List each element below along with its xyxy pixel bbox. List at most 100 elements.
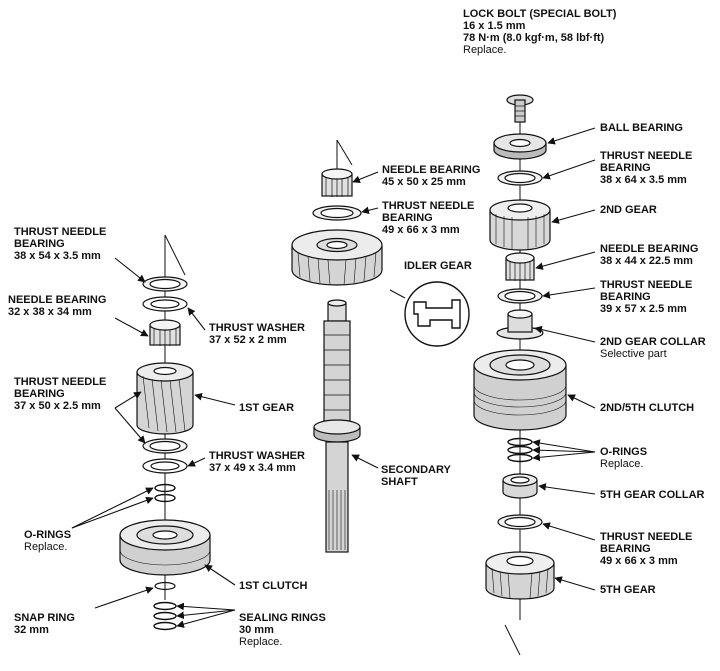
label-line: O-RINGS — [24, 529, 72, 541]
o-rings-part — [154, 483, 176, 503]
label-line: 38 x 44 x 22.5 mm — [600, 255, 693, 267]
label-line: Replace. — [24, 541, 68, 553]
label-line: SNAP RING — [14, 612, 75, 624]
thrust-needle-bearing-part — [312, 205, 362, 221]
label-5th-gear-collar: 5TH GEAR COLLAR — [600, 489, 705, 501]
label-line: THRUST NEEDLE — [14, 376, 107, 388]
label-line: Replace. — [463, 44, 507, 56]
label-line: 2ND GEAR COLLAR — [600, 336, 706, 348]
label-line: 1ST CLUTCH — [239, 580, 308, 592]
label-line: 37 x 50 x 2.5 mm — [14, 400, 101, 412]
label-line: 32 mm — [14, 624, 49, 636]
label-5th-gear: 5TH GEAR — [600, 584, 656, 596]
label-1st-gear: 1ST GEAR — [239, 402, 294, 414]
second-gear-part — [489, 199, 551, 251]
label-line: NEEDLE BEARING — [8, 294, 107, 306]
label-idler-gear: IDLER GEAR — [404, 260, 472, 272]
label-line: 38 x 64 x 3.5 mm — [600, 174, 687, 186]
needle-bearing-part — [149, 319, 181, 346]
label-line: THRUST WASHER — [209, 450, 305, 462]
secondary-shaft-part — [313, 299, 361, 553]
label-line: BEARING — [600, 543, 651, 555]
label-1st-clutch: 1ST CLUTCH — [239, 580, 307, 592]
label-line: 5TH GEAR COLLAR — [600, 489, 705, 501]
thrust-needle-bearing-part — [497, 170, 543, 186]
sealing-rings-part — [153, 601, 177, 631]
label-line: BEARING — [382, 212, 433, 224]
label-line: Replace. — [600, 458, 644, 470]
gear-collar-part — [496, 309, 544, 340]
fifth-gear-part — [485, 551, 555, 600]
label-line: 78 N·m (8.0 kgf·m, 58 lbf·ft) — [463, 32, 605, 44]
label-line: 5TH GEAR — [600, 584, 656, 596]
label-line: 1ST GEAR — [239, 402, 295, 414]
label-ball-bearing: BALL BEARING — [600, 122, 683, 134]
fifth-gear-collar-part — [502, 473, 538, 499]
label-line: 32 x 38 x 34 mm — [8, 306, 92, 318]
idler-gear-part — [291, 229, 383, 286]
label-line: IDLER GEAR — [404, 260, 472, 272]
label-line: BEARING — [600, 162, 651, 174]
label-line: SHAFT — [381, 476, 418, 488]
ball-bearing-part — [493, 133, 547, 160]
thrust-needle-bearing-part — [142, 438, 188, 454]
label-line: 45 x 50 x 25 mm — [382, 176, 466, 188]
label-2nd-gear: 2ND GEAR — [600, 204, 657, 216]
label-line: 2ND GEAR — [600, 204, 657, 216]
label-line: THRUST NEEDLE — [600, 150, 693, 162]
label-line: 39 x 57 x 2.5 mm — [600, 303, 687, 315]
leader-arrows — [71, 127, 596, 628]
snap-ring-part — [154, 581, 176, 591]
needle-bearing-part — [505, 252, 535, 281]
first-gear-part — [136, 362, 194, 435]
label-line: THRUST NEEDLE — [382, 200, 475, 212]
o-rings-part — [507, 437, 533, 463]
label-line: LOCK BOLT (SPECIAL BOLT) — [463, 8, 617, 20]
label-line: THRUST NEEDLE — [600, 279, 693, 291]
label-line: 30 mm — [239, 624, 274, 636]
thrust-needle-bearing-part — [497, 288, 543, 304]
label-2nd-5th-clutch: 2ND/5TH CLUTCH — [600, 402, 694, 414]
label-line: SECONDARY — [381, 464, 451, 476]
thrust-washer-part — [142, 296, 188, 312]
label-line: O-RINGS — [600, 446, 648, 458]
label-line: 2ND/5TH CLUTCH — [600, 402, 695, 414]
label-line: NEEDLE BEARING — [600, 243, 699, 255]
label-line: BEARING — [14, 238, 65, 250]
label-line: 16 x 1.5 mm — [463, 20, 526, 32]
label-line: NEEDLE BEARING — [382, 164, 481, 176]
thrust-washer-part — [142, 458, 188, 474]
label-line: THRUST WASHER — [209, 322, 305, 334]
label-line: THRUST NEEDLE — [600, 531, 693, 543]
label-line: BEARING — [14, 388, 65, 400]
idler-gear-section-icon — [389, 281, 470, 347]
lock-bolt-part — [506, 94, 534, 123]
first-clutch-part — [119, 519, 211, 576]
label-line: BEARING — [600, 291, 651, 303]
label-line: SEALING RINGS — [239, 612, 326, 624]
clutch-drum-part — [473, 349, 567, 431]
label-line: 49 x 66 x 3 mm — [382, 224, 460, 236]
label-line: Selective part — [600, 348, 667, 360]
thrust-needle-bearing-part — [142, 276, 188, 292]
